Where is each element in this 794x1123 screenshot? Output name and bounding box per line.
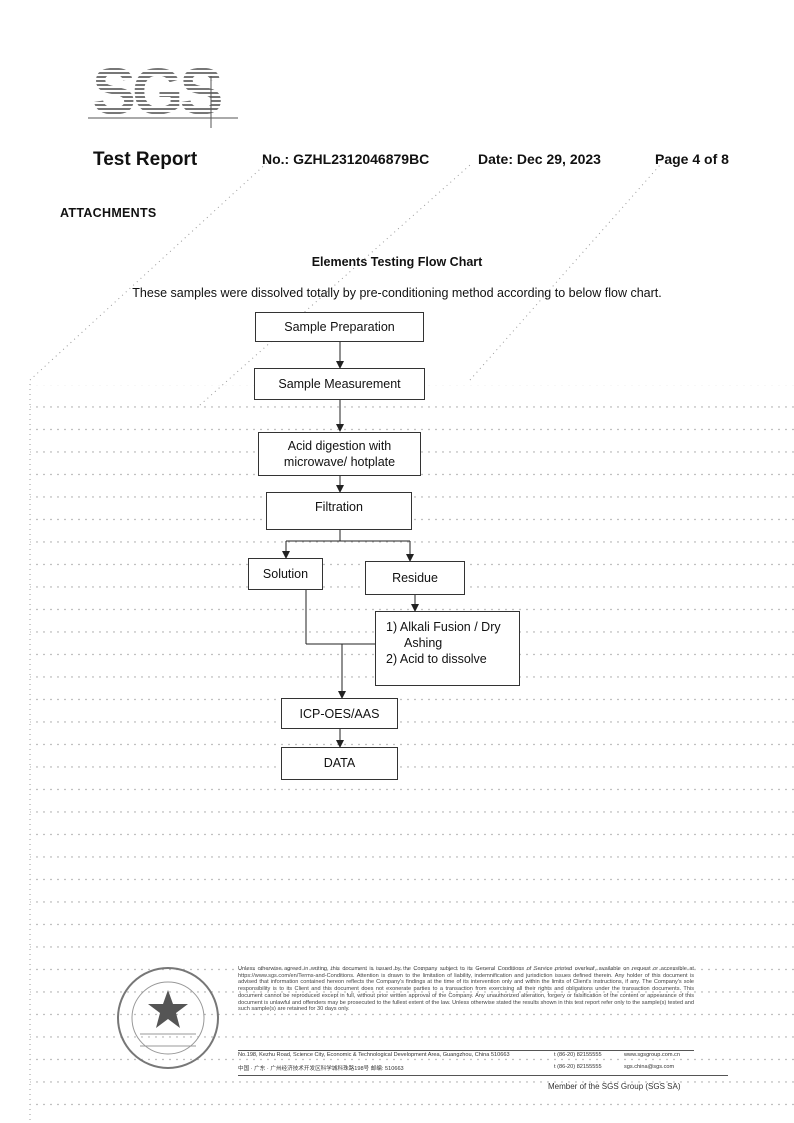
svg-text:SGS: SGS: [92, 56, 221, 128]
sgs-logo: SGS: [88, 56, 238, 128]
step-acid-digestion: Acid digestion with microwave/ hotplate: [258, 432, 421, 476]
step-filtration: Filtration: [266, 492, 412, 530]
email: sgs.china@sgs.com: [624, 1064, 675, 1070]
step-residue: Residue: [365, 561, 465, 595]
member-statement: Member of the SGS Group (SGS SA): [548, 1082, 681, 1091]
step-sample-preparation: Sample Preparation: [255, 312, 424, 342]
company-seal: [117, 967, 219, 1069]
step-solution: Solution: [248, 558, 323, 590]
report-number: No.: GZHL2312046879BC: [262, 151, 430, 167]
telephone-chinese: t (86-20) 82155555: [554, 1064, 602, 1070]
flow-chart-intro: These samples were dissolved totally by …: [132, 286, 662, 300]
address-chinese: 中国 · 广东 · 广州经济技术开发区科学城科珠路198号 邮编: 510663: [238, 1066, 404, 1072]
footer-divider-top: [238, 1050, 694, 1051]
section-heading: ATTACHMENTS: [60, 206, 157, 220]
page-number: Page 4 of 8: [655, 151, 729, 167]
alkali-line-3: 2) Acid to dissolve: [386, 652, 487, 666]
footer-divider-bottom: [238, 1075, 728, 1076]
acid-digestion-line-2: microwave/ hotplate: [283, 455, 396, 469]
alkali-line-2: Ashing: [404, 636, 443, 650]
flow-chart-title: Elements Testing Flow Chart: [311, 255, 483, 269]
report-title: Test Report: [93, 149, 198, 170]
step-data: DATA: [281, 747, 398, 780]
website: www.sgsgroup.com.cn: [624, 1052, 680, 1058]
acid-digestion-line-1: Acid digestion with: [287, 439, 392, 453]
address-english: No.198, Kezhu Road, Science City, Econom…: [238, 1052, 510, 1058]
step-icp-oes-aas: ICP-OES/AAS: [281, 698, 398, 729]
telephone-english: t (86-20) 82155555: [554, 1052, 602, 1058]
step-sample-measurement: Sample Measurement: [254, 368, 425, 400]
step-alkali-fusion: 1) Alkali Fusion / Dry Ashing 2) Acid to…: [375, 611, 520, 686]
report-date: Date: Dec 29, 2023: [478, 151, 601, 167]
alkali-line-1: 1) Alkali Fusion / Dry: [386, 620, 501, 634]
terms-fine-print: Unless otherwise agreed in writing, this…: [238, 966, 694, 1013]
